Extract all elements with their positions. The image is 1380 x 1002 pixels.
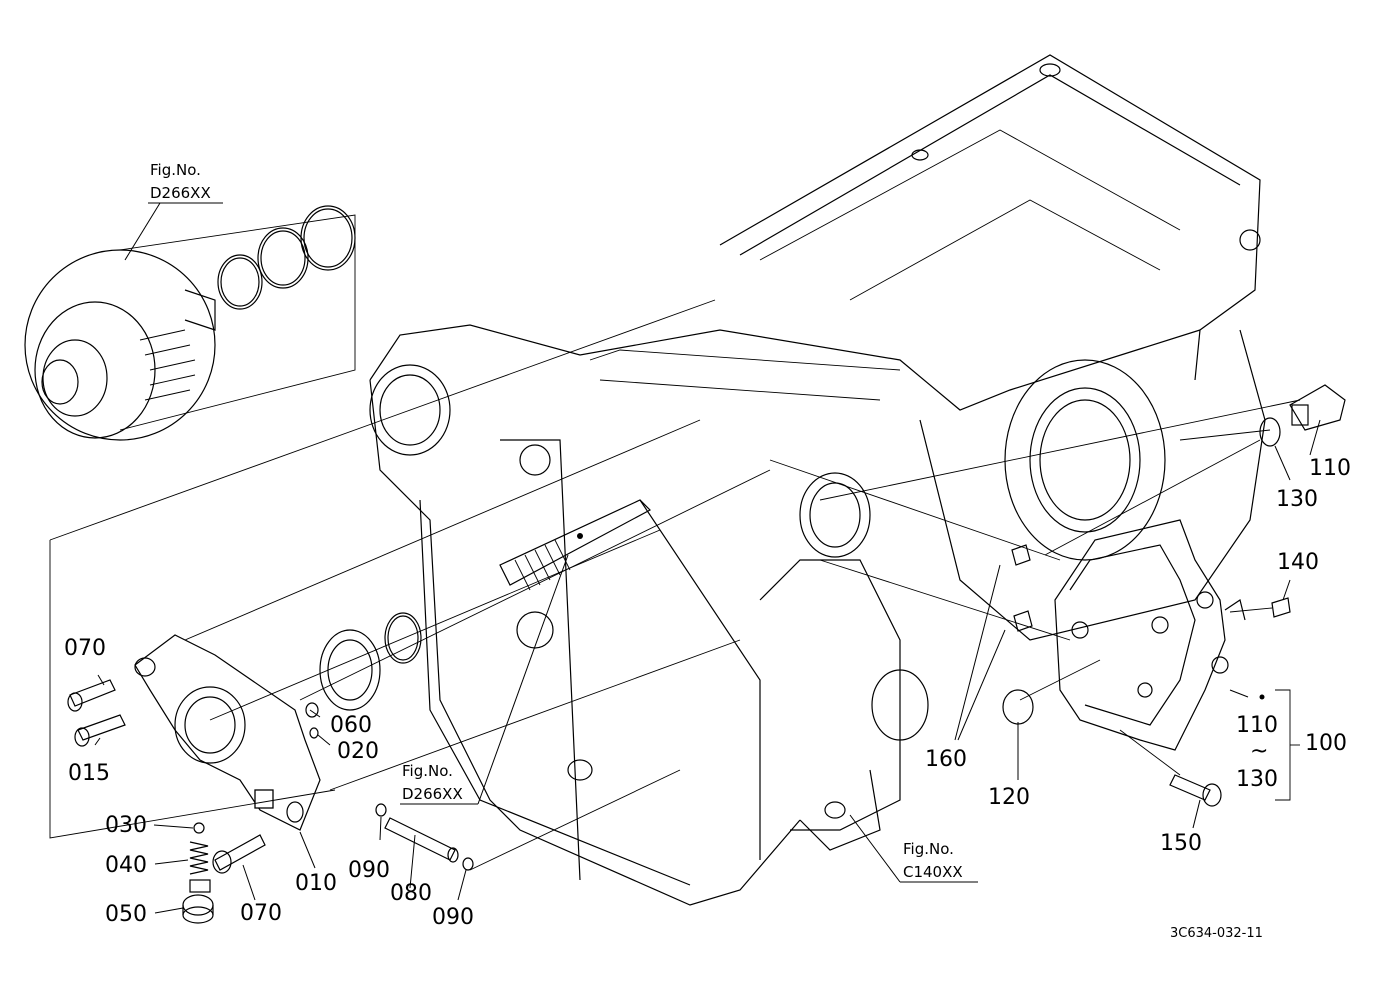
oring-130 <box>1259 417 1281 447</box>
part-label-130-upper: 130 <box>1276 487 1318 512</box>
fig-ref-c140-prefix: Fig.No. <box>903 840 954 858</box>
leader-lines <box>49 299 1301 871</box>
part-label-060: 060 <box>330 713 372 738</box>
drawing-code: 3C634-032-11 <box>1170 926 1263 941</box>
shaft <box>499 499 651 591</box>
part-label-140: 140 <box>1277 550 1319 575</box>
part-label-070-upper: 070 <box>64 636 106 661</box>
fig-ref-leaders <box>124 202 978 883</box>
oring-090-right <box>462 857 474 871</box>
bolt-150 <box>1169 774 1222 807</box>
transmission-case <box>369 54 1266 906</box>
plug-020 <box>309 727 319 739</box>
part-label-130-lower: 130 <box>1236 767 1278 792</box>
part-label-010: 010 <box>295 871 337 896</box>
part-label-120: 120 <box>988 785 1030 810</box>
valve-assembly-100 <box>1054 519 1265 751</box>
clutch-assembly-inset <box>24 205 356 441</box>
fitting-110 <box>1289 384 1346 431</box>
fig-ref-d266-top-prefix: Fig.No. <box>150 161 201 179</box>
oring-090-left <box>375 803 387 817</box>
plug-050 <box>182 879 214 924</box>
part-label-020: 020 <box>337 739 379 764</box>
part-label-090-right: 090 <box>432 905 474 930</box>
part-label-070-lower: 070 <box>240 901 282 926</box>
part-label-040: 040 <box>105 853 147 878</box>
fig-ref-d266-mid-code: D266XX <box>402 785 463 803</box>
snap-ring-120 <box>1002 689 1034 725</box>
bolt-070-upper <box>67 679 116 712</box>
bearing-060 <box>319 612 422 711</box>
bolt-070-lower <box>212 834 266 874</box>
part-label-080: 080 <box>390 881 432 906</box>
pin-080 <box>384 817 459 863</box>
stud-015 <box>74 714 126 747</box>
pin-160-lower <box>1013 610 1033 632</box>
part-label-100: 100 <box>1305 731 1347 756</box>
plug-140 <box>1271 597 1291 618</box>
ball-030 <box>193 822 205 834</box>
fig-ref-d266-mid-prefix: Fig.No. <box>402 762 453 780</box>
pin-160-upper <box>1011 544 1031 566</box>
fig-ref-c140-code: C140XX <box>903 863 963 881</box>
part-label-050: 050 <box>105 902 147 927</box>
oring-060 <box>305 702 319 718</box>
part-number-leaders <box>94 419 1321 914</box>
spring-040 <box>189 841 209 875</box>
part-label-110-upper: 110 <box>1309 456 1351 481</box>
part-label-015: 015 <box>68 761 110 786</box>
part-label-160: 160 <box>925 747 967 772</box>
part-label-150: 150 <box>1160 831 1202 856</box>
part-label-030: 030 <box>105 813 147 838</box>
part-label-090-left: 090 <box>348 858 390 883</box>
part-label-110-lower: 110 <box>1236 713 1278 738</box>
lever-bracket-010 <box>134 634 321 831</box>
fig-ref-d266-top-code: D266XX <box>150 184 211 202</box>
range-tilde: ~ <box>1250 739 1268 764</box>
